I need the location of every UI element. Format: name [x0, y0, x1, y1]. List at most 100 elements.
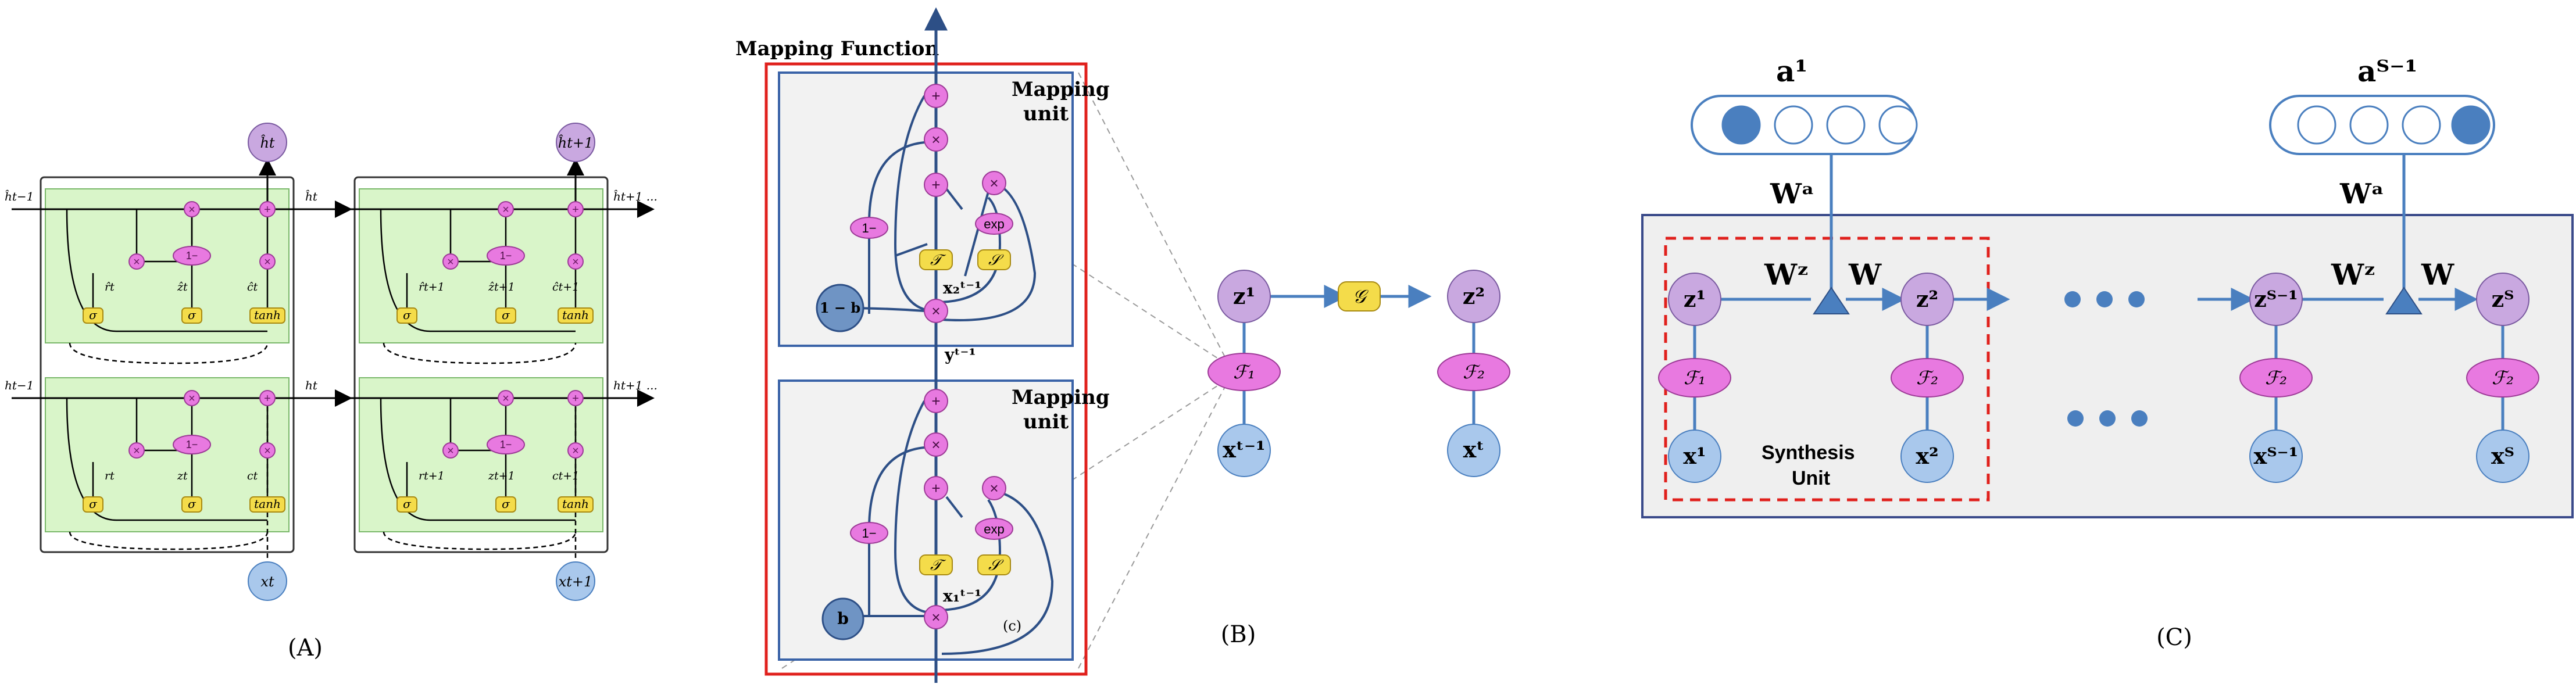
r-label: r̂t+1 [419, 281, 445, 293]
ellipsis-dots [2064, 291, 2148, 427]
one-minus-label: 1− [500, 439, 512, 450]
h-out-label: ĥt+1 [558, 134, 593, 151]
caption-b: (B) [1221, 621, 1256, 648]
op-mult: × [989, 174, 998, 192]
z-label: zt [177, 470, 188, 482]
f-label: ℱ₂ [1916, 367, 1938, 389]
F2-node [1437, 353, 1510, 391]
z1-label: z¹ [1233, 283, 1255, 309]
F1-node [1207, 353, 1281, 391]
x-in-label: xt+1 [559, 574, 593, 590]
F1-label: ℱ₁ [1233, 361, 1255, 383]
x-nodes [1668, 429, 2529, 483]
op-plus: + [572, 203, 579, 216]
op-mult: × [133, 256, 140, 268]
z1-node [1217, 270, 1271, 323]
x-prev-node [1217, 424, 1271, 477]
op-plus: + [264, 203, 271, 216]
op-mult: × [572, 445, 579, 457]
feedback-dash-4 [383, 531, 577, 550]
op-plus: + [931, 392, 940, 410]
x-label: x₂ᵗ⁻¹ [943, 278, 981, 298]
op-mult: × [264, 445, 271, 457]
tanh-gate: tanh [562, 308, 589, 322]
f-label: ℱ₁ [1684, 367, 1706, 389]
c-label: ĉt+1 [552, 281, 579, 293]
x-label: xᵀ [2491, 443, 2514, 469]
mapping-unit-title: Mapping unit [1012, 386, 1116, 434]
op-exp: exp [984, 522, 1004, 536]
unit-bottom-nodes [821, 389, 1013, 640]
z-label: z¹ [1684, 286, 1706, 312]
sigma-gate: σ [403, 497, 412, 511]
w-triangle [1813, 287, 1850, 314]
mapping-function-label: Mapping Function [735, 37, 939, 60]
row-label: ĥt+1 ... [613, 189, 658, 203]
z-nodes [1668, 273, 2529, 326]
x-label: x¹ [1683, 443, 1706, 469]
op-mult: × [133, 445, 140, 457]
c-label: ĉt [247, 281, 258, 293]
panel-c: a¹ aᵀ⁻¹ Wᵃ Wᵃ Wᶻ W Wᶻ W [1641, 54, 2574, 651]
op-mult: × [188, 392, 195, 405]
f-label: ℱ₂ [2265, 367, 2287, 389]
mapping-function-frame [764, 62, 1088, 676]
op-mult: × [931, 436, 940, 453]
op-plus: + [931, 176, 940, 194]
panel-b: Mapping Function Mapping unit Mapping un… [735, 7, 1510, 683]
x-in-label: xt [260, 574, 274, 590]
one-minus-label: 1− [500, 250, 512, 262]
z-label: ẑt+1 [488, 281, 515, 293]
one-minus-nodes [173, 246, 525, 454]
tanh-gate: tanh [254, 308, 281, 322]
op-mult: × [264, 256, 271, 268]
G-node [1338, 281, 1381, 312]
op-mult: × [447, 445, 454, 457]
mapping-unit-title: Mapping unit [1012, 78, 1116, 126]
z2-node [1447, 270, 1500, 323]
tanh-gate: tanh [254, 497, 281, 511]
gates [83, 307, 594, 513]
z-label: z² [1916, 286, 1938, 312]
mapping-unit-line: Mapping [1012, 386, 1110, 409]
sigma-gate: σ [89, 497, 98, 511]
op-plus: + [264, 392, 271, 405]
mapping-unit-line: unit [1023, 410, 1069, 434]
unit-top-nodes [816, 84, 1013, 332]
x-t-label: xᵗ [1463, 436, 1485, 463]
synthesis-container [1641, 214, 2574, 518]
mult-nodes [128, 201, 584, 459]
sigma-gate: σ [502, 497, 510, 511]
z-label: zᵀ⁻¹ [2254, 286, 2298, 312]
attention-cells [1721, 105, 2491, 145]
w-label: W [1848, 257, 1882, 292]
r-label: rt+1 [419, 470, 445, 482]
h-out-label: ĥt [260, 134, 274, 151]
synthesis-unit-line: Unit [1792, 467, 1830, 489]
op-plus: + [931, 87, 940, 105]
op-mult: × [989, 479, 998, 497]
op-mult: × [188, 203, 195, 216]
bias-label: b [837, 609, 849, 628]
feedback-dash-3 [69, 531, 269, 550]
row-label: ĥt [305, 189, 318, 203]
sigma-gate: σ [89, 308, 98, 322]
op-one-minus: 1− [862, 221, 876, 235]
flow-curve [380, 398, 576, 521]
x-prev-label: xᵗ⁻¹ [1223, 436, 1265, 463]
f-label: ℱ₂ [2492, 367, 2514, 389]
r-label: r̂t [105, 281, 115, 293]
flow-curve [380, 209, 576, 332]
row-label: ht [305, 378, 318, 392]
gru-frame-left [40, 176, 295, 553]
x-in-node [556, 561, 595, 601]
wa-label: Wᵃ [2339, 178, 2384, 210]
bias-label: 1 − b [820, 299, 860, 316]
mapping-unit-line: unit [1023, 102, 1069, 126]
f-nodes [1658, 358, 2539, 398]
tanh-gate: tanh [562, 497, 589, 511]
sigma-gate: σ [403, 308, 412, 322]
F2-label: ℱ₂ [1463, 361, 1485, 383]
x-label: x₁ᵗ⁻¹ [943, 586, 981, 606]
